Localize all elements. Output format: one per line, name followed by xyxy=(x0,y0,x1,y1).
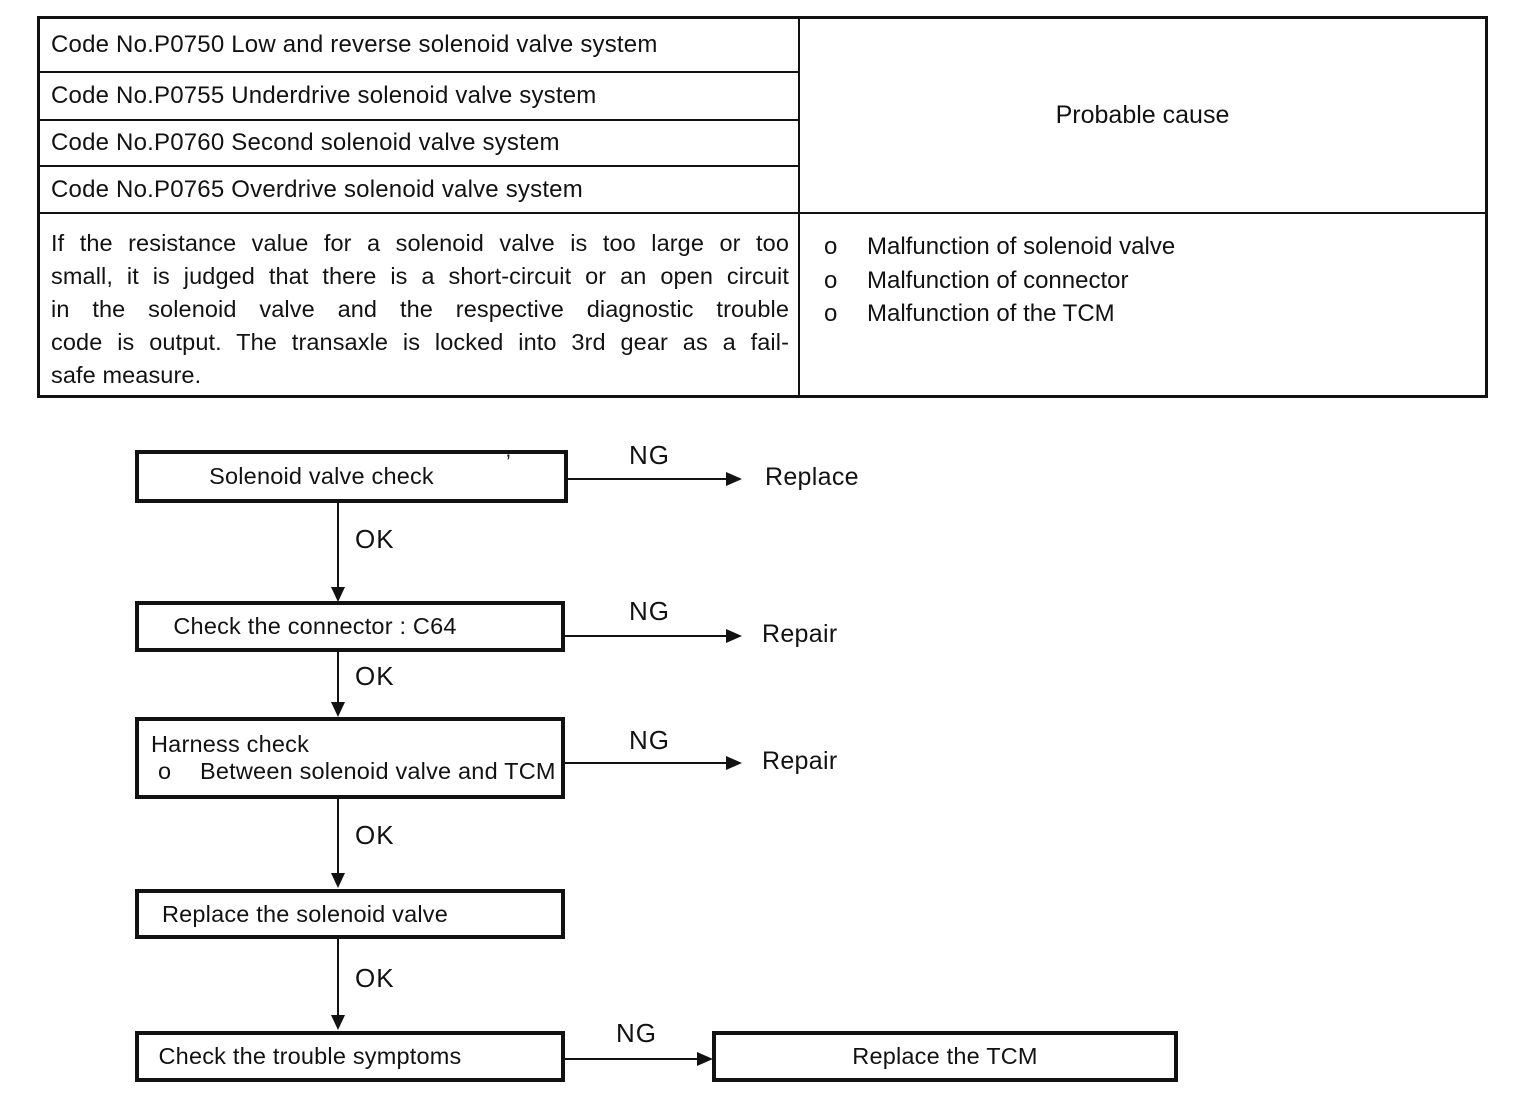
description-line: If the resistance value for a solenoid v… xyxy=(51,230,789,256)
connector-line xyxy=(568,478,726,480)
connector-line xyxy=(337,799,339,875)
arrowhead-down-icon xyxy=(331,702,345,717)
ng-label: NG xyxy=(629,725,670,755)
ok-label: OK xyxy=(355,963,395,993)
cause-text: Malfunction of connector xyxy=(867,266,1129,294)
dtc-code-p0750: Code No.P0750 Low and reverse solenoid v… xyxy=(40,19,800,73)
arrowhead-down-icon xyxy=(331,1015,345,1030)
bullet-marker: o xyxy=(824,266,838,294)
flow-box-label: Replace the TCM xyxy=(852,1043,1038,1069)
arrowhead-down-icon xyxy=(331,587,345,602)
connector-line xyxy=(337,939,339,1017)
connector-line xyxy=(337,502,339,594)
cause-item: o Malfunction of solenoid valve xyxy=(800,230,1485,264)
description-line: in the solenoid valve and the respective… xyxy=(51,296,789,322)
flow-box-label: Replace the solenoid valve xyxy=(161,900,449,927)
flow-box-label: Check the connector : C64 xyxy=(173,613,457,639)
probable-cause-header: Probable cause xyxy=(800,19,1485,214)
dtc-code-p0755: Code No.P0755 Underdrive solenoid valve … xyxy=(40,73,800,121)
dtc-table: Code No.P0750 Low and reverse solenoid v… xyxy=(37,16,1488,398)
flow-box-subitem: o Between solenoid valve and TCM xyxy=(139,758,556,785)
flow-box-label: Harness check xyxy=(151,731,310,757)
description-line: small, it is judged that there is a shor… xyxy=(51,263,789,289)
arrowhead-right-icon xyxy=(726,472,742,486)
bullet-marker: o xyxy=(158,758,172,784)
flow-box-check-connector: Check the connector : C64 xyxy=(135,601,565,652)
scan-artifact-mark: ’ xyxy=(506,451,511,474)
ok-label: OK xyxy=(355,524,395,554)
flow-box-replace-solenoid-valve: Replace the solenoid valve xyxy=(135,889,565,939)
result-repair: Repair xyxy=(762,747,838,775)
flow-box-label: Solenoid valve check xyxy=(209,463,434,489)
dtc-code-p0760: Code No.P0760 Second solenoid valve syst… xyxy=(40,121,800,167)
result-replace: Replace xyxy=(765,463,859,491)
cause-text: Malfunction of solenoid valve xyxy=(867,233,1176,260)
connector-line xyxy=(337,652,339,705)
arrowhead-down-icon xyxy=(331,873,345,888)
connector-line xyxy=(565,1058,698,1060)
ok-label: OK xyxy=(355,661,395,691)
ng-label: NG xyxy=(629,440,670,470)
probable-cause-list: o Malfunction of solenoid valve o Malfun… xyxy=(800,214,1485,395)
result-repair: Repair xyxy=(762,620,838,648)
ok-label: OK xyxy=(355,820,395,850)
ng-label: NG xyxy=(629,596,670,626)
flow-box-replace-tcm: Replace the TCM xyxy=(712,1031,1178,1082)
connector-line xyxy=(565,762,726,764)
flow-box-solenoid-valve-check: Solenoid valve check xyxy=(135,450,568,503)
flow-box-check-trouble-symptoms: Check the trouble symptoms xyxy=(135,1031,565,1082)
arrowhead-right-icon xyxy=(697,1052,713,1066)
ng-label: NG xyxy=(616,1018,657,1048)
arrowhead-right-icon xyxy=(726,756,742,770)
cause-item: o Malfunction of the TCM xyxy=(800,297,1485,331)
bullet-marker: o xyxy=(824,300,838,327)
cause-item: o Malfunction of connector xyxy=(800,264,1485,298)
connector-line xyxy=(565,635,726,637)
bullet-marker: o xyxy=(824,233,838,260)
cause-text: Malfunction of the TCM xyxy=(867,300,1115,327)
flow-box-harness-check: Harness check o Between solenoid valve a… xyxy=(135,717,565,799)
description-line: code is output. The transaxle is locked … xyxy=(51,329,789,355)
dtc-code-p0765: Code No.P0765 Overdrive solenoid valve s… xyxy=(40,167,800,214)
dtc-description: If the resistance value for a solenoid v… xyxy=(40,214,800,395)
flow-box-subtext: Between solenoid valve and TCM xyxy=(200,758,556,784)
description-line: safe measure. xyxy=(51,362,202,388)
flow-box-label: Check the trouble symptoms xyxy=(158,1043,462,1069)
arrowhead-right-icon xyxy=(726,629,742,643)
